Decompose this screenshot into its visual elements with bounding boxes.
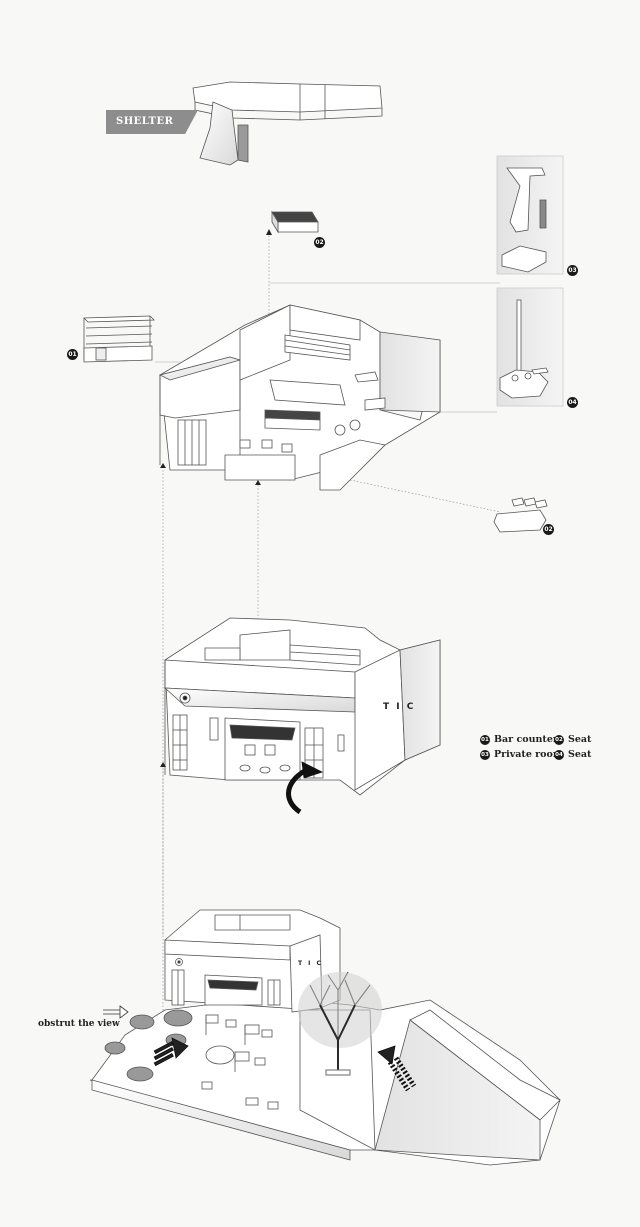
seat-panel-04 xyxy=(496,287,564,407)
legend-label: Seat xyxy=(568,734,592,745)
shelter-label: SHELTER xyxy=(106,110,198,134)
callout-private-room: 03 xyxy=(567,265,578,276)
seat-unit-top xyxy=(271,210,319,234)
site-approach-arrow-right xyxy=(377,1045,417,1092)
callout-seat-top: 02 xyxy=(314,237,325,248)
tic-sign-bottom: T I C xyxy=(298,960,323,967)
tic-sign-middle: T I C xyxy=(383,702,416,712)
legend-label: Seat xyxy=(568,749,592,760)
legend-label: Bar counter xyxy=(494,734,558,745)
outdoor-furniture xyxy=(201,1014,279,1110)
callout-bar-counter: 01 xyxy=(67,349,78,360)
shelter-roof xyxy=(192,81,383,166)
private-room-panel xyxy=(496,155,564,275)
bar-counter-unit xyxy=(83,315,155,363)
legend-label: Private room xyxy=(494,749,563,760)
legend-item-bar-counter: 01 Bar counter xyxy=(480,734,558,745)
arrow-triangles xyxy=(160,229,272,767)
entry-curved-arrow xyxy=(286,761,324,815)
legend-item-seat-04: 04 Seat xyxy=(554,749,591,760)
callout-seat-04: 04 xyxy=(567,397,578,408)
exterior-shell xyxy=(163,617,441,796)
legend-item-private-room: 03 Private room xyxy=(480,749,563,760)
legend-item-seat: 02 Seat xyxy=(554,734,591,745)
legend-badge: 01 xyxy=(480,734,490,745)
view-direction-arrow xyxy=(103,1005,129,1019)
legend-badge: 03 xyxy=(480,749,490,760)
interior-level xyxy=(158,304,441,491)
site-building xyxy=(164,909,341,1013)
legend-badge: 02 xyxy=(554,734,564,745)
callout-seat-right: 02 xyxy=(543,524,554,535)
obstruct-view-annotation: obstrut the view xyxy=(38,1019,120,1029)
legend-badge: 04 xyxy=(554,749,564,760)
tree xyxy=(298,971,382,1076)
site-approach-arrow-left xyxy=(153,1037,189,1067)
seat-unit-right xyxy=(493,497,548,533)
